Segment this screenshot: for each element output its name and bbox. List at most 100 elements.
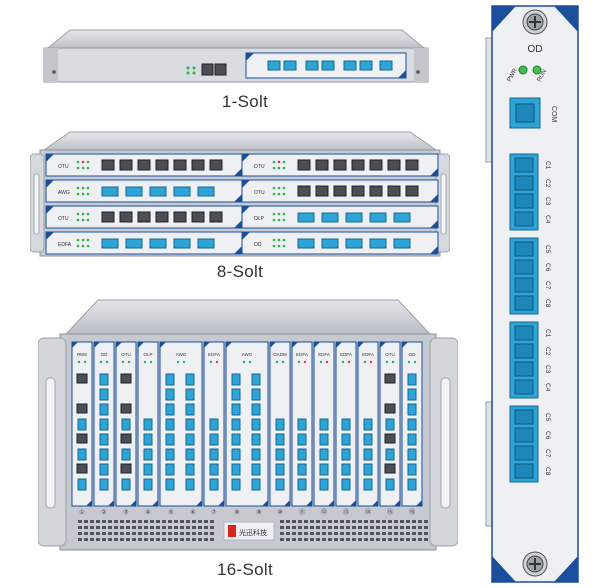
vent-slot	[138, 526, 142, 529]
fiber-port	[173, 238, 191, 249]
card-label: EDFA	[296, 352, 308, 357]
fiber-port	[143, 448, 153, 461]
fiber-port	[185, 373, 195, 386]
vent-slot	[316, 526, 320, 529]
caption-one-slot: 1-Solt	[221, 92, 269, 111]
vent-slot	[298, 532, 302, 535]
vent-slot	[406, 520, 410, 523]
vent-slot	[138, 520, 142, 523]
vent-slot	[334, 538, 338, 541]
vent-slot	[382, 526, 386, 529]
port-label: C6	[544, 263, 551, 272]
vent-slot	[102, 520, 106, 523]
vent-slot	[108, 526, 112, 529]
fiber-port	[341, 478, 351, 491]
fiber-port	[251, 463, 261, 476]
vent-slot	[210, 538, 214, 541]
vent-slot	[192, 520, 196, 523]
fiber-port	[514, 379, 534, 395]
od-card-title: OD	[528, 44, 543, 55]
fiber-port	[363, 418, 373, 431]
ethernet-port	[384, 403, 396, 414]
fiber-port	[231, 418, 241, 431]
fiber-port	[321, 238, 339, 249]
vent-slot	[84, 538, 88, 541]
vent-slot	[292, 532, 296, 535]
vent-slot	[394, 538, 398, 541]
vent-slot	[304, 520, 308, 523]
fiber-port	[297, 463, 307, 476]
fiber-port	[341, 433, 351, 446]
vent-slot	[90, 520, 94, 523]
fiber-port	[514, 175, 534, 191]
fiber-port	[319, 463, 329, 476]
card-label: OTU	[58, 216, 69, 222]
top-screw-icon	[522, 9, 548, 35]
card-label: EDFA	[362, 352, 374, 357]
vent-slot	[370, 532, 374, 535]
ethernet-port	[137, 159, 151, 171]
fiber-port	[165, 403, 175, 416]
fiber-port	[297, 433, 307, 446]
port-label: C8	[544, 299, 551, 308]
vent-slot	[322, 520, 326, 523]
one-slot-chassis	[43, 29, 429, 83]
vent-slot	[126, 520, 130, 523]
fiber-port	[231, 373, 241, 386]
fiber-port	[369, 238, 387, 249]
port-label: C5	[544, 413, 551, 422]
ethernet-port	[173, 159, 187, 171]
vent-slot	[298, 538, 302, 541]
vent-slot	[280, 538, 284, 541]
ethernet-port	[351, 159, 365, 171]
vent-slot	[310, 520, 314, 523]
fiber-port	[385, 418, 395, 431]
ethernet-port	[297, 159, 311, 171]
fiber-port	[143, 418, 153, 431]
vent-slot	[162, 526, 166, 529]
vent-slot	[364, 526, 368, 529]
vent-slot	[132, 526, 136, 529]
fiber-port	[251, 403, 261, 416]
card-label: OLP	[254, 216, 265, 222]
card-label: EDFA	[318, 352, 330, 357]
vent-slot	[156, 538, 160, 541]
status-led-group	[186, 66, 196, 75]
vent-slot	[126, 526, 130, 529]
vent-slot	[132, 520, 136, 523]
card-label: EDFA	[58, 242, 72, 248]
fiber-port	[385, 448, 395, 461]
bottom-screw-icon	[522, 551, 548, 577]
fiber-port	[99, 463, 109, 476]
vent-slot	[322, 538, 326, 541]
run-led-icon	[532, 65, 542, 75]
fiber-port	[407, 433, 417, 446]
fiber-port	[514, 157, 534, 173]
ethernet-port	[369, 159, 383, 171]
vent-slot	[382, 520, 386, 523]
fiber-port	[514, 259, 534, 275]
ethernet-port	[76, 433, 88, 444]
vent-slot	[316, 532, 320, 535]
ethernet-port	[120, 433, 132, 444]
fiber-port	[231, 403, 241, 416]
vent-slot	[192, 532, 196, 535]
fiber-port	[209, 433, 219, 446]
vent-slot	[424, 520, 428, 523]
fiber-port	[363, 448, 373, 461]
vent-slot	[84, 532, 88, 535]
slot-number: ⑬	[343, 508, 349, 516]
vent-slot	[120, 526, 124, 529]
vent-slot	[108, 532, 112, 535]
vent-slot	[358, 520, 362, 523]
ethernet-port	[120, 373, 132, 384]
vent-slot	[180, 520, 184, 523]
vent-slot	[210, 526, 214, 529]
vent-slot	[424, 538, 428, 541]
fiber-port	[231, 388, 241, 401]
vent-slot	[150, 532, 154, 535]
fiber-port	[185, 388, 195, 401]
vent-slot	[144, 526, 148, 529]
vent-slot	[310, 526, 314, 529]
